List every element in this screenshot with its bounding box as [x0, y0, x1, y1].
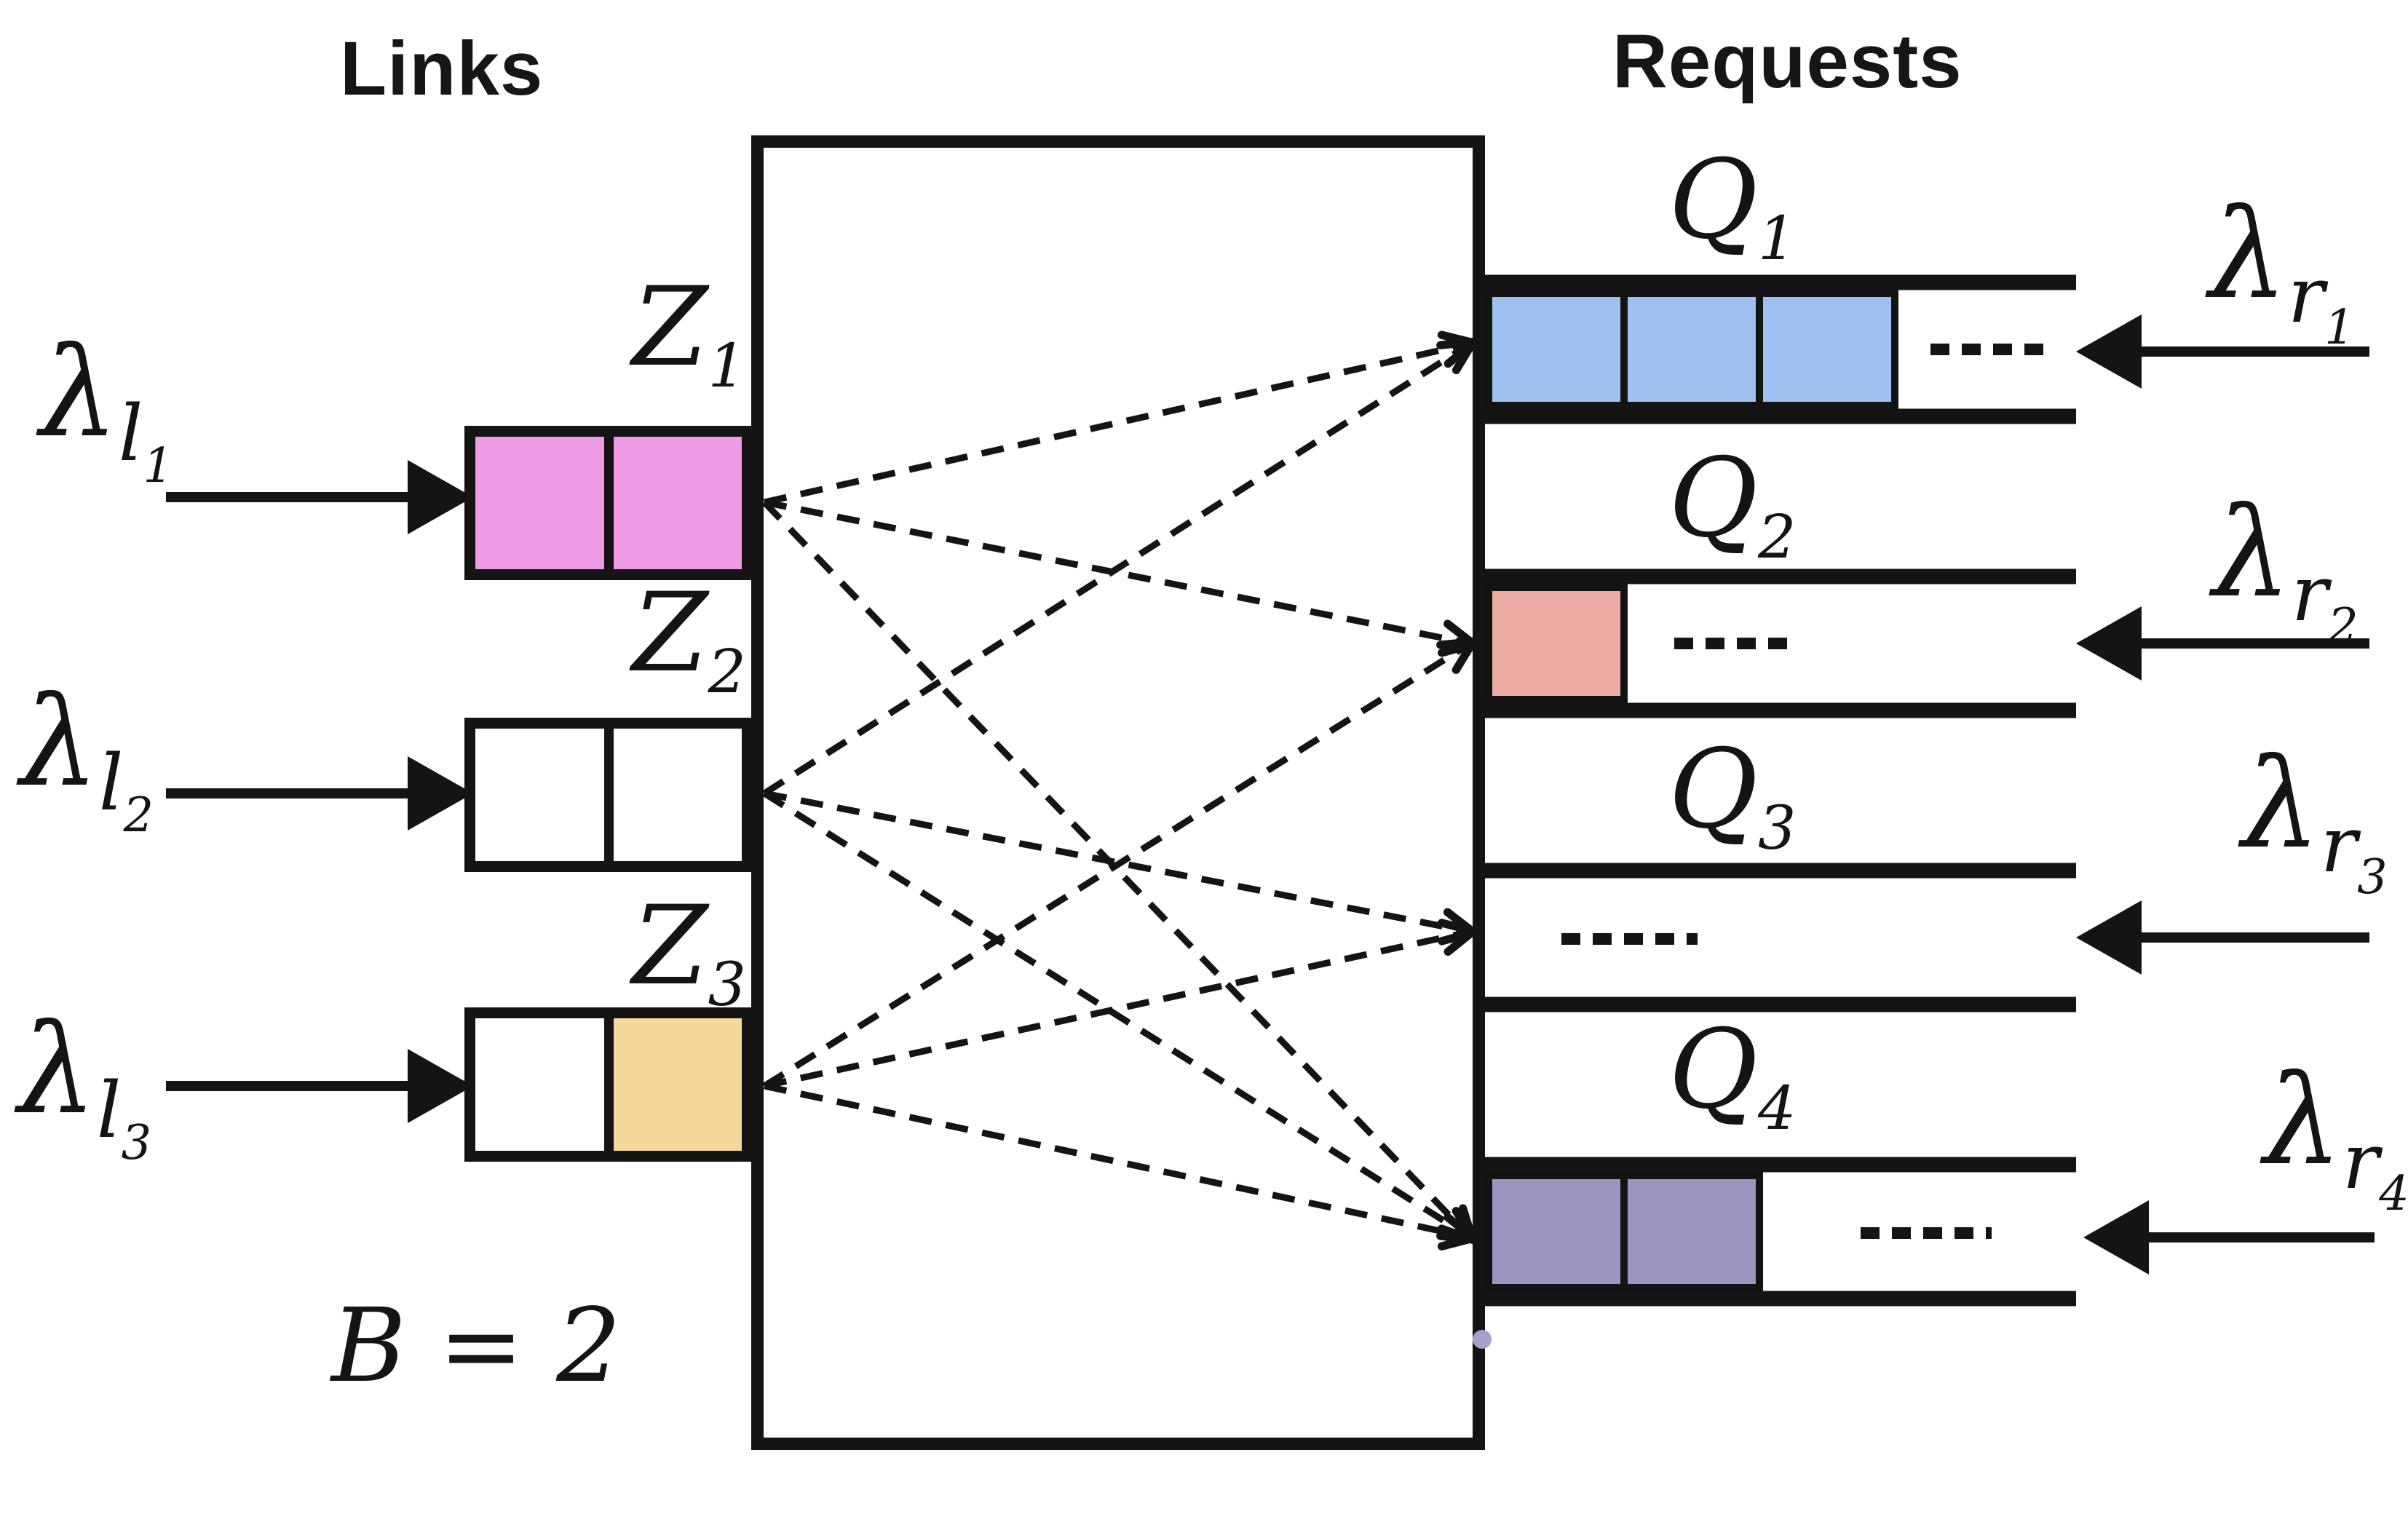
- lambda-subscript: l: [98, 738, 124, 828]
- buffer-cell: [475, 729, 614, 861]
- arrival-arrow-l1: [166, 460, 473, 534]
- queue-cell: [1756, 290, 1898, 409]
- lambda-l2-label: λl2: [20, 681, 154, 839]
- q2-label: Q2: [1668, 444, 1796, 568]
- lambda-index: 3: [2357, 849, 2388, 905]
- lambda-symbol: λ: [2242, 732, 2321, 876]
- q3-label: Q3: [1668, 735, 1796, 859]
- lambda-index: 3: [121, 1115, 152, 1170]
- buffer-cell: [475, 437, 614, 569]
- z2-label: Z2: [582, 579, 746, 702]
- queue-cell: [1485, 290, 1628, 409]
- q4-label: Q4: [1668, 1015, 1796, 1139]
- arrival-arrow-r1: [2076, 314, 2369, 389]
- queue-cell: [1620, 290, 1763, 409]
- z3-label: Z3: [582, 892, 746, 1015]
- arrival-arrow-l3: [166, 1049, 473, 1123]
- z-index: 3: [708, 950, 747, 1020]
- matching-box: [751, 135, 1485, 1450]
- match-edge-Z2-Q3: [764, 790, 1470, 932]
- q-symbol: Q: [1668, 726, 1758, 853]
- match-edge-Z1-Q2: [764, 499, 1470, 643]
- buffer-cell: [613, 1018, 742, 1151]
- lambda-symbol: λ: [20, 670, 99, 815]
- q-symbol: Q: [1668, 1007, 1758, 1133]
- z-symbol: Z: [632, 570, 708, 697]
- queue-cell: [1485, 584, 1628, 703]
- arrival-arrow-r3: [2076, 900, 2369, 975]
- match-edge-Z1-Q1: [764, 344, 1470, 506]
- lambda-symbol: λ: [2209, 183, 2288, 327]
- arrival-arrow-r2: [2076, 606, 2369, 681]
- lambda-index: 2: [2328, 598, 2359, 654]
- lambda-index: 4: [2379, 1166, 2408, 1221]
- buffer-cell: [613, 437, 742, 569]
- z-symbol: Z: [632, 883, 708, 1010]
- q-index: 4: [1757, 1074, 1797, 1144]
- matching-edges: [761, 344, 1470, 1237]
- lambda-l3-label: λl3: [18, 1008, 151, 1167]
- match-edge-Z2-Q4: [762, 790, 1470, 1237]
- match-edge-Z3-Q2: [762, 643, 1470, 1089]
- lambda-symbol: λ: [18, 998, 97, 1142]
- lambda-subscript: l: [118, 389, 143, 478]
- match-edge-Z2-Q1: [762, 344, 1470, 796]
- z1-label: Z1: [582, 273, 746, 397]
- arrival-arrow-l2: [166, 756, 473, 831]
- q-index: 3: [1757, 793, 1797, 863]
- q-index: 1: [1757, 204, 1797, 274]
- queue-cells-q1: [1485, 290, 1898, 409]
- q-symbol: Q: [1668, 435, 1758, 562]
- lambda-index: 1: [2324, 300, 2355, 355]
- lambda-r1-label: λr1: [2209, 193, 2355, 352]
- lambda-r3-label: λr3: [2242, 742, 2388, 901]
- buffer-size-label: B = 2: [331, 1287, 622, 1406]
- z-symbol: Z: [632, 264, 708, 391]
- link-arrival-arrows: [166, 460, 473, 1123]
- z-index: 2: [708, 637, 747, 707]
- lambda-symbol: λ: [2264, 1049, 2342, 1193]
- request-arrival-arrows: [2076, 314, 2375, 1275]
- queue-ellipses: [1561, 344, 2047, 1239]
- lambda-subscript: l: [96, 1066, 122, 1155]
- z-index: 1: [708, 331, 747, 401]
- match-edge-Z3-Q3: [764, 932, 1470, 1090]
- lambda-subscript: r: [2287, 250, 2325, 340]
- queue-rails: [1475, 274, 2076, 1307]
- q-symbol: Q: [1668, 137, 1758, 263]
- queue-cell: [1485, 1172, 1628, 1291]
- lambda-subscript: r: [2291, 549, 2329, 638]
- lambda-index: 2: [123, 788, 154, 843]
- lambda-subscript: r: [2342, 1117, 2380, 1206]
- stray-mark: [1473, 1330, 1492, 1349]
- requests-title: Requests: [1612, 19, 1963, 104]
- lambda-index: 1: [143, 438, 174, 494]
- match-edge-Z3-Q4: [764, 1082, 1470, 1237]
- lambda-symbol: λ: [40, 321, 119, 465]
- queue-cells-q2: [1485, 584, 1628, 703]
- link-buffer-z1: [464, 426, 753, 580]
- q-index: 2: [1757, 502, 1797, 572]
- match-edge-Z1-Q4: [761, 499, 1470, 1237]
- q1-label: Q1: [1668, 146, 1796, 269]
- lambda-r4-label: λr4: [2264, 1059, 2408, 1218]
- lambda-r2-label: λr2: [2213, 491, 2359, 650]
- links-title: Links: [340, 26, 544, 111]
- lambda-l1-label: λl1: [40, 331, 173, 490]
- buffer-cell: [475, 1018, 614, 1151]
- link-buffer-z3: [464, 1007, 753, 1162]
- queue-cells-q4: [1485, 1172, 1763, 1291]
- queue-cell: [1620, 1172, 1763, 1291]
- lambda-symbol: λ: [2213, 481, 2292, 625]
- buffer-cell: [613, 729, 742, 861]
- arrival-arrow-r4: [2083, 1200, 2375, 1275]
- link-buffer-z2: [464, 718, 753, 872]
- lambda-subscript: r: [2320, 800, 2358, 889]
